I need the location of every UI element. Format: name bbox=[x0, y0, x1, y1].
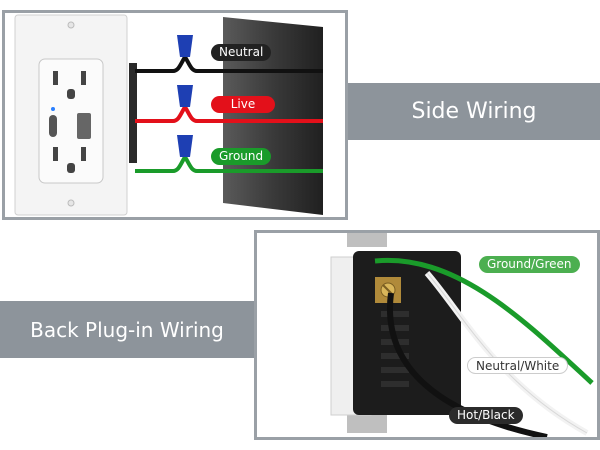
side-wiring-banner: Side Wiring bbox=[348, 83, 600, 140]
ground-green-wire bbox=[374, 257, 594, 385]
top-outlet-slot-right bbox=[81, 71, 86, 85]
usb-c-port bbox=[49, 115, 57, 137]
receptacle-body bbox=[129, 63, 137, 163]
live-label: Live bbox=[211, 96, 275, 113]
wire-nut-ground-icon bbox=[177, 135, 193, 157]
mounting-strap-bottom bbox=[347, 413, 387, 433]
electrical-box bbox=[223, 17, 323, 215]
back-wiring-title: Back Plug-in Wiring bbox=[30, 317, 224, 342]
ground-green-label: Ground/Green bbox=[479, 256, 580, 273]
wire-nut-neutral-icon bbox=[177, 35, 193, 57]
back-wiring-banner: Back Plug-in Wiring bbox=[0, 301, 254, 358]
receptacle-body bbox=[353, 251, 461, 415]
neutral-label: Neutral bbox=[211, 44, 272, 61]
plate-screw-bottom bbox=[67, 199, 75, 207]
top-outlet-slot-left bbox=[53, 71, 58, 85]
usb-a-port bbox=[77, 113, 91, 139]
side-wiring-panel: Neutral Live Ground bbox=[2, 10, 348, 220]
bottom-outlet-ground bbox=[67, 163, 75, 173]
wire-nut-live-icon bbox=[177, 85, 193, 107]
indicator-led bbox=[51, 107, 55, 111]
top-outlet-ground bbox=[67, 89, 75, 99]
back-wiring-illustration bbox=[330, 233, 594, 437]
mounting-strap bbox=[347, 233, 387, 247]
side-wiring-illustration bbox=[14, 14, 323, 216]
bottom-outlet-slot-right bbox=[81, 147, 86, 161]
back-wiring-panel: Ground/Green Neutral/White Hot/Black bbox=[254, 230, 600, 440]
hot-black-wire bbox=[387, 292, 548, 437]
hot-black-label: Hot/Black bbox=[449, 407, 523, 424]
side-wiring-title: Side Wiring bbox=[411, 99, 537, 124]
neutral-white-label: Neutral/White bbox=[467, 357, 569, 374]
ground-label: Ground bbox=[211, 148, 272, 165]
plate-screw-top bbox=[67, 21, 75, 29]
neutral-white-wire-outline bbox=[426, 272, 588, 434]
bottom-outlet-slot-left bbox=[53, 147, 58, 161]
